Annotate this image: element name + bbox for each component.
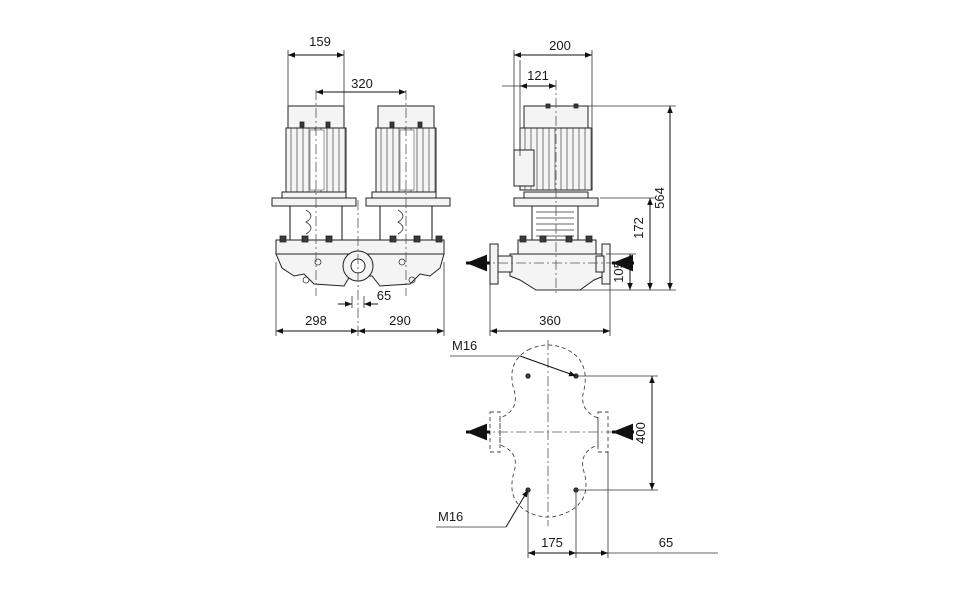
dim-bolt-spacing-text: 400: [633, 422, 648, 444]
side-pump-housing: [489, 235, 611, 291]
dim-side-motor-width: 200: [513, 38, 593, 150]
dim-side-pump-height-text: 172: [631, 217, 646, 239]
foundation-view: M16 M16 400 175 65: [436, 338, 718, 558]
dim-bolt-width: 175 65: [527, 452, 718, 558]
front-view: 159 320 65 298 290: [271, 34, 451, 336]
dim-front-shaft-distance: 320: [316, 76, 406, 95]
dim-side-total-height-text: 564: [652, 187, 667, 209]
dim-side-port-length-text: 360: [539, 313, 561, 328]
dim-front-flange-offset: 65: [338, 288, 391, 308]
dim-side-port-length: 360: [489, 284, 611, 336]
dim-bolt-width-text: 175: [541, 535, 563, 550]
dim-side-base-height-text: 105: [611, 261, 626, 283]
label-bolt-bottom-text: M16: [438, 509, 463, 524]
side-motor: [513, 103, 593, 191]
side-view: 200 121 564 172 105 360: [466, 38, 676, 336]
bolt-holes: [525, 373, 579, 493]
label-bolt-top-text: M16: [452, 338, 477, 353]
dim-front-lengths: 298 290: [275, 262, 445, 336]
dim-side-motor-offset: 121: [502, 60, 556, 156]
dim-side-motor-width-text: 200: [549, 38, 571, 53]
dim-front-motor-width-text: 159: [309, 34, 331, 49]
dim-side-heights: 564 172 105: [536, 105, 676, 291]
foundation-outline: [499, 344, 599, 518]
label-bolt-top: M16: [450, 338, 577, 377]
left-motor: [285, 105, 347, 193]
label-bolt-bottom: M16: [436, 489, 529, 528]
dim-front-shaft-distance-text: 320: [351, 76, 373, 91]
pump-housings: [275, 235, 445, 287]
dim-front-motor-width: 159: [287, 34, 345, 106]
dim-bolt-spacing: 400: [576, 375, 658, 491]
motor-stools: [271, 191, 451, 240]
dim-front-left-length-text: 298: [305, 313, 327, 328]
dim-foundation-offset-text: 65: [659, 535, 673, 550]
dim-front-flange-offset-text: 65: [377, 288, 391, 303]
dim-front-right-length-text: 290: [389, 313, 411, 328]
dim-side-motor-offset-text: 121: [527, 68, 549, 83]
